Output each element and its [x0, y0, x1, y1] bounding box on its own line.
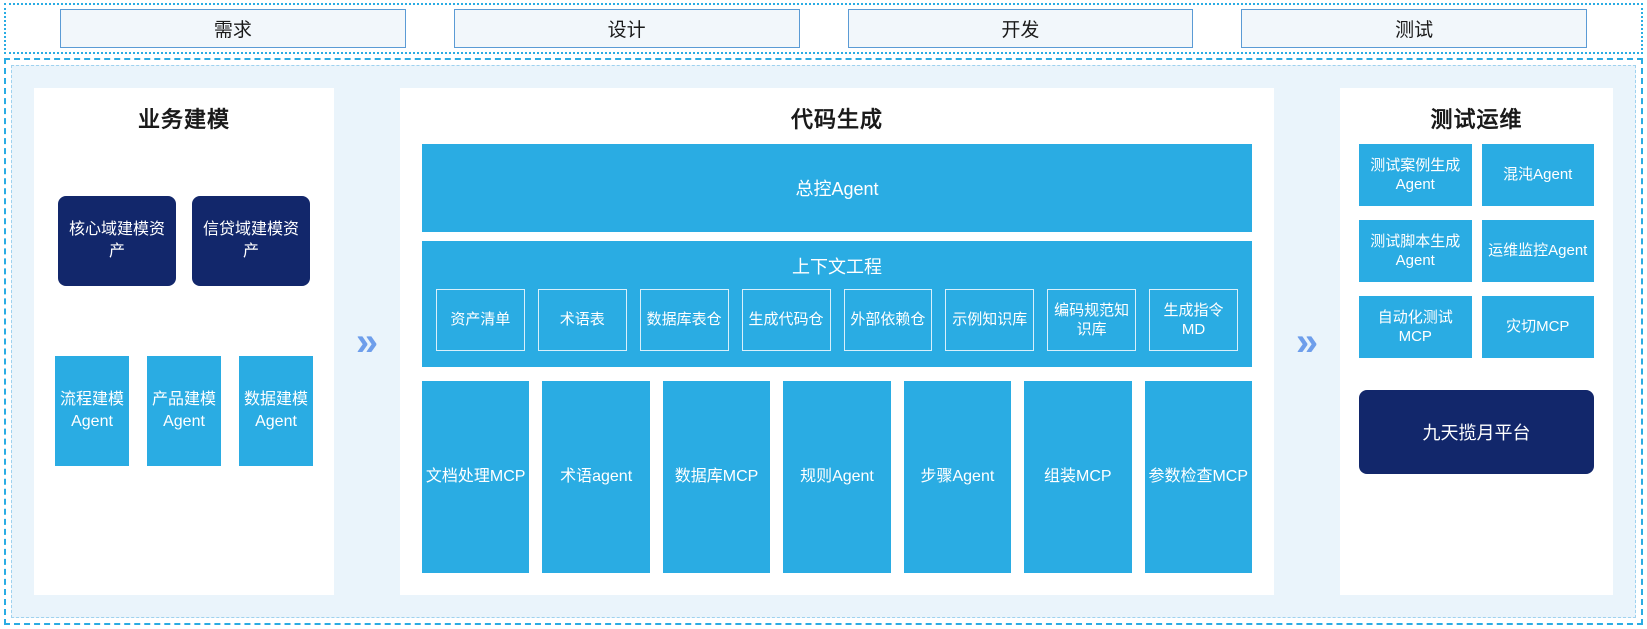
disaster-switch-mcp[interactable]: 灾切MCP: [1481, 296, 1594, 358]
tool-assembly-mcp[interactable]: 组装MCP: [1024, 381, 1132, 573]
main-canvas: 业务建模 核心域建模资产 信贷域建模资产 流程建模Agent 产品建模Agent…: [11, 65, 1636, 618]
test-case-generation-agent[interactable]: 测试案例生成Agent: [1359, 144, 1472, 206]
phase-box-requirements[interactable]: 需求: [60, 9, 406, 48]
tool-rule-agent[interactable]: 规则Agent: [783, 381, 891, 573]
modeling-agent-process[interactable]: 流程建模Agent: [55, 356, 129, 466]
phase-label: 测试: [1395, 20, 1434, 41]
test-ops-body: 测试案例生成Agent 混沌Agent 测试脚本生成Agent 运维监控Agen…: [1340, 144, 1613, 595]
modeling-agent-product[interactable]: 产品建模Agent: [147, 356, 221, 466]
business-modeling-body: 核心域建模资产 信贷域建模资产 流程建模Agent 产品建模Agent 数据建模…: [34, 144, 334, 595]
panel-business-modeling: 业务建模 核心域建模资产 信贷域建模资产 流程建模Agent 产品建模Agent…: [34, 88, 334, 595]
context-engineering-title: 上下文工程: [792, 257, 882, 277]
context-item-generation-instruction-md[interactable]: 生成指令MD: [1149, 289, 1238, 351]
modeling-agent-row: 流程建模Agent 产品建模Agent 数据建模Agent: [55, 356, 313, 466]
automated-test-mcp[interactable]: 自动化测试MCP: [1359, 296, 1472, 358]
phase-label: 设计: [607, 20, 646, 41]
phase-box-testing[interactable]: 测试: [1241, 9, 1587, 48]
tool-glossary-agent[interactable]: 术语agent: [542, 381, 650, 573]
code-generation-body: 总控Agent 上下文工程 资产清单 术语表 数据库表仓 生成代码仓 外部依赖仓…: [400, 144, 1274, 595]
master-agent-banner[interactable]: 总控Agent: [422, 144, 1252, 232]
modeling-agent-data[interactable]: 数据建模Agent: [239, 356, 313, 466]
panel-title-business-modeling: 业务建模: [137, 107, 230, 132]
main-container: 业务建模 核心域建模资产 信贷域建模资产 流程建模Agent 产品建模Agent…: [4, 58, 1643, 625]
asset-box-credit-domain[interactable]: 信贷域建模资产: [192, 196, 310, 286]
tool-database-mcp[interactable]: 数据库MCP: [662, 381, 771, 573]
context-item-glossary[interactable]: 术语表: [537, 289, 627, 351]
asset-box-core-domain[interactable]: 核心域建模资产: [58, 196, 176, 286]
phase-strip: 需求 设计 开发 测试: [4, 3, 1643, 54]
tool-step-agent[interactable]: 步骤Agent: [903, 381, 1012, 573]
panel-title-code-generation: 代码生成: [790, 107, 883, 132]
test-script-generation-agent[interactable]: 测试脚本生成Agent: [1359, 220, 1472, 282]
context-item-generated-code-repo[interactable]: 生成代码仓: [741, 289, 831, 351]
ops-monitoring-agent[interactable]: 运维监控Agent: [1481, 220, 1594, 282]
panel-title-test-ops: 测试运维: [1430, 107, 1523, 132]
context-items-row: 资产清单 术语表 数据库表仓 生成代码仓 外部依赖仓 示例知识库 编码规范知识库…: [436, 289, 1238, 351]
panel-test-ops: 测试运维 测试案例生成Agent 混沌Agent 测试脚本生成Agent 运维监…: [1340, 88, 1613, 595]
platform-box-jiutian[interactable]: 九天揽月平台: [1359, 390, 1594, 474]
chevron-right-icon: »: [1295, 319, 1319, 364]
tool-row: 文档处理MCP 术语agent 数据库MCP 规则Agent 步骤Agent 组…: [422, 381, 1252, 573]
context-engineering-block: 上下文工程 资产清单 术语表 数据库表仓 生成代码仓 外部依赖仓 示例知识库 编…: [422, 241, 1252, 367]
chaos-agent[interactable]: 混沌Agent: [1481, 144, 1594, 206]
tool-param-check-mcp[interactable]: 参数检查MCP: [1144, 381, 1252, 573]
chevron-right-icon: »: [355, 319, 379, 364]
panel-code-generation: 代码生成 总控Agent 上下文工程 资产清单 术语表 数据库表仓 生成代码仓 …: [400, 88, 1274, 595]
context-item-coding-standards-kb[interactable]: 编码规范知识库: [1047, 289, 1137, 351]
context-item-external-deps-repo[interactable]: 外部依赖仓: [843, 289, 933, 351]
phase-box-design[interactable]: 设计: [453, 9, 800, 48]
phase-label: 开发: [1001, 20, 1040, 41]
phase-box-development[interactable]: 开发: [847, 9, 1194, 48]
asset-row: 核心域建模资产 信贷域建模资产: [58, 196, 310, 286]
phase-label: 需求: [213, 20, 252, 41]
context-item-example-kb[interactable]: 示例知识库: [945, 289, 1035, 351]
test-ops-grid: 测试案例生成Agent 混沌Agent 测试脚本生成Agent 运维监控Agen…: [1359, 144, 1594, 358]
context-item-asset-list[interactable]: 资产清单: [436, 289, 525, 351]
context-item-db-table-repo[interactable]: 数据库表仓: [639, 289, 729, 351]
tool-doc-processing-mcp[interactable]: 文档处理MCP: [422, 381, 530, 573]
